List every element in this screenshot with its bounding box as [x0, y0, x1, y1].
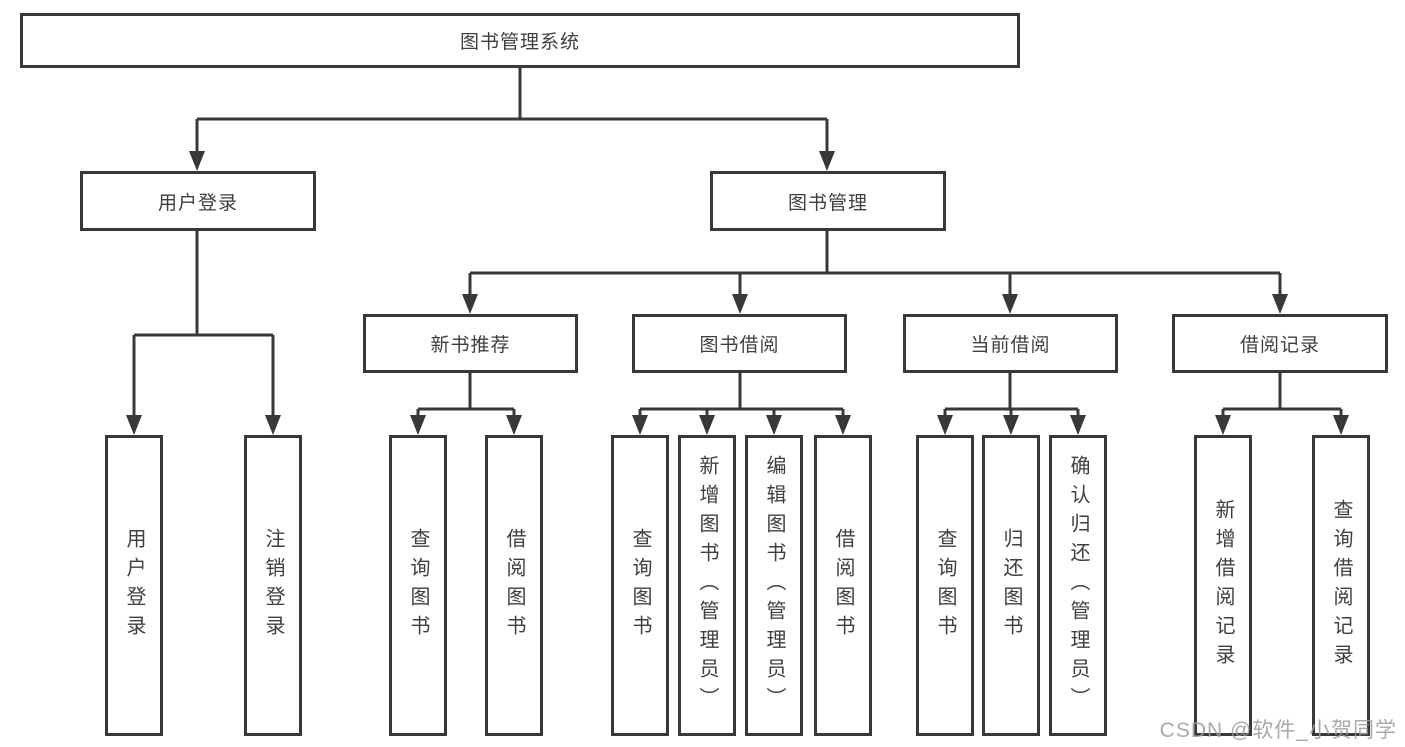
edge-new-book	[416, 372, 516, 418]
arrow-down-icon	[462, 294, 478, 314]
leaf-label: 确认归还（管理员）	[1067, 455, 1089, 716]
leaf-label: 查询图书	[934, 527, 956, 644]
node-user-login: 用户登录	[80, 171, 316, 231]
arrow-down-icon	[265, 415, 281, 435]
arrow-down-icon	[1333, 415, 1349, 435]
leaf-label: 新增图书（管理员）	[696, 455, 718, 716]
arrow-down-icon	[1070, 415, 1086, 435]
leaf-user-login: 用户登录	[105, 435, 163, 736]
node-new-book-recommend: 新书推荐	[363, 314, 578, 373]
leaf-borrow-books: 借阅图书	[814, 435, 872, 736]
leaf-label: 归还图书	[1000, 527, 1022, 644]
leaf-label: 查询图书	[407, 527, 429, 644]
edge-root	[195, 67, 829, 153]
arrow-down-icon	[506, 415, 522, 435]
leaf-label: 借阅图书	[503, 527, 525, 644]
arrow-down-icon	[189, 151, 205, 171]
leaf-recommend-query-books: 查询图书	[389, 435, 447, 736]
leaf-recommend-borrow-books: 借阅图书	[485, 435, 543, 736]
leaf-logout: 注销登录	[244, 435, 302, 736]
leaf-edit-books-admin: 编辑图书（管理员）	[745, 435, 803, 736]
watermark: CSDN @软件_小贺同学	[1159, 719, 1397, 742]
arrow-down-icon	[1272, 294, 1288, 314]
leaf-label: 注销登录	[262, 527, 284, 644]
arrow-down-icon	[835, 415, 851, 435]
arrow-down-icon	[1215, 415, 1231, 435]
node-borrow-records: 借阅记录	[1172, 314, 1388, 373]
leaf-label: 新增借阅记录	[1212, 498, 1234, 673]
arrow-down-icon	[126, 415, 142, 435]
leaf-label: 借阅图书	[832, 527, 854, 644]
arrow-down-icon	[732, 294, 748, 314]
leaf-borrow-query-books: 查询图书	[611, 435, 669, 736]
arrow-down-icon	[699, 415, 715, 435]
node-book-management: 图书管理	[710, 171, 946, 231]
arrow-down-icon	[819, 151, 835, 171]
leaf-current-query-books: 查询图书	[916, 435, 974, 736]
edge-book-mgmt	[468, 231, 1282, 297]
leaf-add-borrow-record: 新增借阅记录	[1194, 435, 1252, 736]
node-current-borrow: 当前借阅	[903, 314, 1118, 373]
edge-current-borrow	[943, 372, 1080, 418]
arrow-down-icon	[766, 415, 782, 435]
leaf-label: 用户登录	[123, 527, 145, 644]
arrow-down-icon	[1002, 294, 1018, 314]
edge-book-borrow	[638, 372, 845, 418]
edge-borrow-records	[1221, 372, 1343, 418]
leaf-add-books-admin: 新增图书（管理员）	[678, 435, 736, 736]
arrow-down-icon	[410, 415, 426, 435]
leaf-confirm-return-admin: 确认归还（管理员）	[1049, 435, 1107, 736]
leaf-label: 查询图书	[629, 527, 651, 644]
edge-user-login	[132, 231, 275, 418]
leaf-query-borrow-record: 查询借阅记录	[1312, 435, 1370, 736]
leaf-label: 查询借阅记录	[1330, 498, 1352, 673]
arrow-down-icon	[937, 415, 953, 435]
arrow-down-icon	[1003, 415, 1019, 435]
leaf-label: 编辑图书（管理员）	[763, 455, 785, 716]
node-book-borrow: 图书借阅	[632, 314, 847, 373]
arrow-down-icon	[632, 415, 648, 435]
leaf-return-books: 归还图书	[982, 435, 1040, 736]
node-root: 图书管理系统	[20, 13, 1020, 68]
